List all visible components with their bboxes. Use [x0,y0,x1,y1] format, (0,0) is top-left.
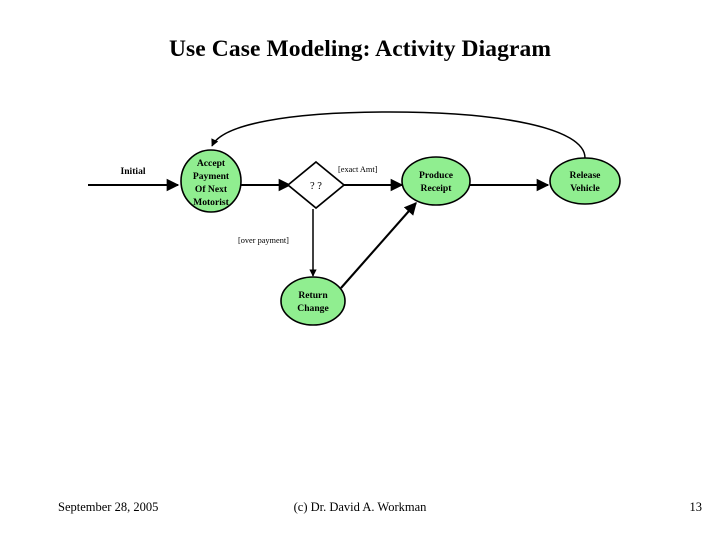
loop-back-arrow [211,111,586,159]
edge-return-to-produce [340,202,417,289]
accept-payment-label-line-3: Of Next [195,184,228,195]
footer-copyright: (c) Dr. David A. Workman [293,500,427,514]
edge-label-exact-amt: [exact Amt] [338,165,378,174]
edge-label-over-payment: [over payment] [238,236,289,245]
node-produce-receipt[interactable]: Produce Receipt [401,156,471,206]
edge-release-loop-back [211,111,586,159]
release-vehicle-ellipse[interactable] [549,157,621,205]
release-vehicle-label-line-2: Vehicle [570,183,600,194]
accept-payment-label-line-1: Accept [197,158,226,169]
node-accept-payment[interactable]: Accept Payment Of Next Motorist [180,149,242,213]
accept-payment-label-line-2: Payment [193,171,230,182]
decision-diamond[interactable] [286,160,346,210]
node-return-change[interactable]: Return Change [280,276,346,326]
edge-initial: Initial [88,166,180,192]
release-vehicle-label-line-1: Release [570,170,602,181]
return-change-label-line-2: Change [297,303,329,314]
return-to-produce-arrow [340,202,417,289]
edge-decision-to-return: [over payment] [238,209,317,277]
node-decision[interactable]: ? ? [286,160,346,210]
edge-decision-to-produce: [exact Amt] [338,165,404,192]
accept-payment-label-line-4: Motorist [193,197,230,208]
node-release-vehicle[interactable]: Release Vehicle [549,157,621,205]
produce-receipt-label-line-2: Receipt [421,183,453,194]
return-change-ellipse[interactable] [280,276,346,326]
produce-receipt-ellipse[interactable] [401,156,471,206]
accept-payment-ellipse[interactable] [180,149,242,213]
return-change-label-line-1: Return [298,290,328,301]
slide-footer: September 28, 2005 (c) Dr. David A. Work… [0,500,720,524]
edge-label-initial: Initial [120,166,145,177]
produce-receipt-label-line-1: Produce [419,170,454,181]
footer-date: September 28, 2005 [58,500,159,514]
footer-page-number: 13 [689,500,703,514]
decision-label: ? ? [310,181,322,192]
page-title: Use Case Modeling: Activity Diagram [168,36,552,62]
